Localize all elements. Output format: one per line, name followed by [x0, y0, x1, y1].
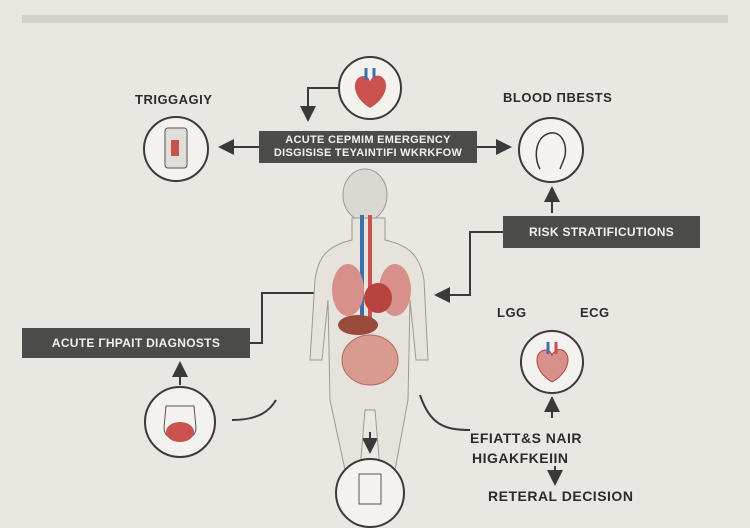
ecg-heart-circle	[520, 330, 584, 394]
label-ecg: ECG	[580, 305, 610, 320]
face-icon	[535, 132, 567, 170]
line-body-to-efiatt	[419, 394, 471, 431]
label-triggagiy: TRIGGAGIY	[135, 92, 213, 107]
heart-icon	[354, 68, 386, 108]
label-referral-decision: RETERAL DECISION	[488, 488, 634, 504]
diagram-connectors	[172, 87, 563, 486]
label-blood-tests: BLOOD ΠBESTS	[503, 90, 613, 105]
line-stomach-curve	[231, 399, 277, 421]
device-circle	[143, 116, 209, 182]
arrow-heart-to-center	[300, 87, 338, 122]
stomach-circle	[144, 386, 216, 458]
label-lgg: LGG	[497, 305, 527, 320]
center-workflow-box: ACUTE CEPMIM EMERGENCY DISGISISE TEYAINT…	[259, 131, 477, 163]
top-bar	[22, 15, 728, 23]
container-icon	[358, 473, 382, 505]
center-title-line2: DISGISISE TEYAINTIFI WKRKFOW	[273, 147, 463, 159]
label-efiatt-line1: EFIATT&S NAIR	[470, 430, 583, 446]
center-title-line1: ACUTE CEPMIM EMERGENCY	[285, 134, 451, 146]
heart-icon	[536, 342, 569, 383]
face-circle	[518, 117, 584, 183]
phone-icon	[164, 127, 188, 169]
line-body-to-diagnosis	[250, 292, 318, 344]
bottom-circle	[335, 458, 405, 528]
stomach-icon	[163, 405, 197, 442]
human-body-illustration	[309, 168, 429, 471]
heart-circle	[338, 56, 402, 120]
arrow-risk-to-body	[434, 231, 503, 303]
label-efiatt-line2: HIGAKFKEIIN	[472, 450, 569, 466]
risk-stratification-box: RISK STRATIFICUTIONS	[503, 216, 700, 248]
acute-diagnosis-box: ACUTE ΓHPAIT DIAGNOSTS	[22, 328, 250, 358]
